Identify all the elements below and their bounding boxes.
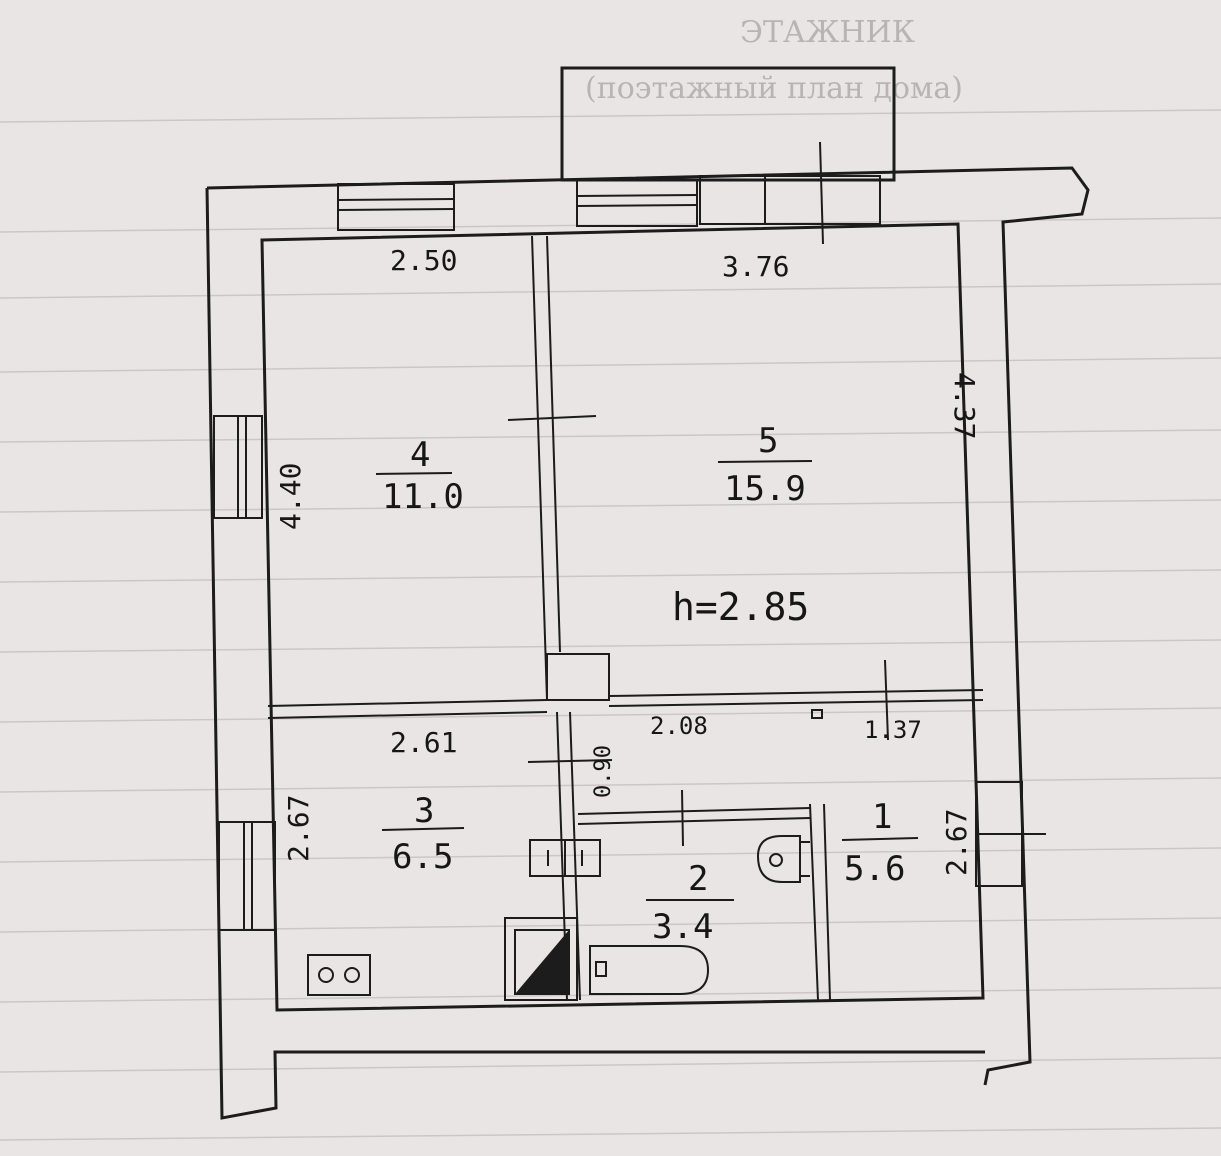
room-1-area: 5.6 bbox=[844, 849, 905, 889]
toilet-icon bbox=[756, 835, 810, 883]
room-3-number: 3 bbox=[414, 791, 434, 831]
stove-icon bbox=[307, 954, 371, 996]
dim-room5-height: 4.37 bbox=[948, 372, 981, 439]
room-3-label: 3 6.5 bbox=[381, 791, 465, 877]
balcony bbox=[560, 66, 896, 182]
dim-room5-width: 3.76 bbox=[722, 250, 789, 283]
bathtub-icon bbox=[589, 945, 710, 995]
dim-room3-width: 2.61 bbox=[390, 726, 457, 759]
outer-wall bbox=[205, 166, 1090, 1120]
room-4-area: 11.0 bbox=[382, 477, 464, 517]
room-5-label: 5 15.9 bbox=[717, 421, 813, 509]
room-5-area: 15.9 bbox=[724, 469, 806, 509]
dim-corridor-width: 2.08 bbox=[650, 712, 708, 740]
dim-room1-height: 2.67 bbox=[940, 809, 973, 876]
ceiling-height: h=2.85 bbox=[672, 585, 809, 629]
partitions bbox=[267, 235, 984, 1001]
top-windows bbox=[337, 141, 881, 245]
faded-header-line2: (поэтажный план дома) bbox=[585, 71, 963, 106]
room-2-number: 2 bbox=[688, 859, 708, 899]
room-1-label: 1 5.6 bbox=[841, 797, 919, 889]
paper-rules bbox=[0, 109, 1221, 1141]
room-3-area: 6.5 bbox=[392, 837, 453, 877]
room-2-label: 2 3.4 bbox=[646, 859, 734, 947]
room-2-area: 3.4 bbox=[652, 907, 713, 947]
dim-corridor-right: 1.37 bbox=[864, 716, 922, 744]
right-window bbox=[975, 781, 1046, 887]
dim-room4-height: 4.40 bbox=[274, 463, 307, 530]
dim-door-width: 0.90 bbox=[591, 745, 616, 798]
room-4-number: 4 bbox=[410, 435, 430, 475]
dim-room4-width: 2.50 bbox=[390, 244, 457, 277]
dim-room3-height: 2.67 bbox=[282, 795, 315, 862]
room-1-number: 1 bbox=[872, 797, 892, 837]
room-5-number: 5 bbox=[758, 421, 778, 461]
water-heater-icon bbox=[504, 917, 578, 1001]
sink-icon bbox=[529, 839, 601, 877]
left-windows bbox=[213, 415, 276, 931]
faded-header-line1: ЭТАЖНИК bbox=[740, 15, 915, 50]
inner-wall bbox=[260, 222, 985, 1012]
room-4-label: 4 11.0 bbox=[375, 435, 464, 517]
